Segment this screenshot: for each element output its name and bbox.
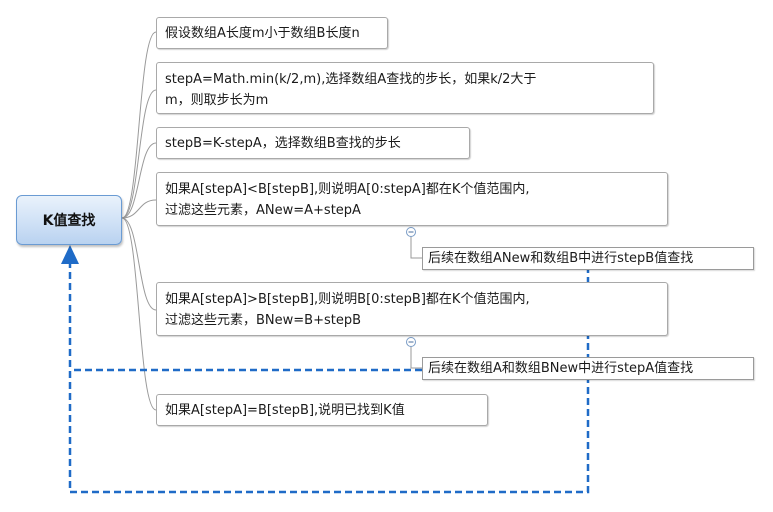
connector-branch-2 [121, 89, 157, 219]
connector-branch-1 [121, 31, 157, 219]
sub-node-1-label: 后续在数组ANew和数组B中进行stepB值查找 [428, 251, 694, 266]
connector-branch-4 [121, 199, 157, 219]
branch-node-2[interactable]: stepA=Math.min(k/2,m),选择数组A查找的步长，如果k/2大于… [156, 62, 654, 114]
root-label: K值查找 [42, 213, 96, 229]
connector-branch-5 [121, 217, 157, 311]
sub-node-1[interactable]: 后续在数组ANew和数组B中进行stepB值查找 [422, 247, 754, 270]
branch-node-6[interactable]: 如果A[stepA]=B[stepB],说明已找到K值 [156, 394, 488, 426]
collapse-icon[interactable] [406, 337, 416, 347]
branch-6-line-1: 如果A[stepA]=B[stepB],说明已找到K值 [165, 403, 405, 418]
branch-2-line-1: stepA=Math.min(k/2,m),选择数组A查找的步长，如果k/2大于 [165, 72, 537, 87]
branch-node-5[interactable]: 如果A[stepA]>B[stepB],则说明B[0:stepB]都在K个值范围… [156, 282, 668, 336]
connector-sub-2 [410, 346, 422, 369]
branch-5-line-1: 如果A[stepA]>B[stepB],则说明B[0:stepB]都在K个值范围… [165, 292, 530, 307]
branch-node-3[interactable]: stepB=K-stepA，选择数组B查找的步长 [156, 127, 470, 159]
collapse-icon[interactable] [406, 227, 416, 237]
sub-node-2[interactable]: 后续在数组A和数组BNew中进行stepA值查找 [422, 357, 754, 380]
branch-4-line-1: 如果A[stepA]<B[stepB],则说明A[0:stepA]都在K个值范围… [165, 182, 530, 197]
branch-node-1[interactable]: 假设数组A长度m小于数组B长度n [156, 17, 388, 49]
root-node[interactable]: K值查找 [16, 195, 122, 245]
branch-5-line-2: 过滤这些元素，BNew=B+stepB [165, 313, 362, 328]
branch-1-line-1: 假设数组A长度m小于数组B长度n [165, 26, 360, 41]
branch-3-line-1: stepB=K-stepA，选择数组B查找的步长 [165, 136, 401, 151]
connector-branch-6 [121, 217, 157, 411]
connector-sub-1 [410, 236, 422, 259]
arrow-up-icon [61, 245, 79, 264]
branch-2-line-2: m，则取步长为m [165, 93, 269, 108]
branch-node-4[interactable]: 如果A[stepA]<B[stepB],则说明A[0:stepA]都在K个值范围… [156, 172, 668, 226]
sub-node-2-label: 后续在数组A和数组BNew中进行stepA值查找 [428, 361, 694, 376]
branch-4-line-2: 过滤这些元素，ANew=A+stepA [165, 203, 361, 218]
connector-branch-3 [121, 142, 157, 219]
